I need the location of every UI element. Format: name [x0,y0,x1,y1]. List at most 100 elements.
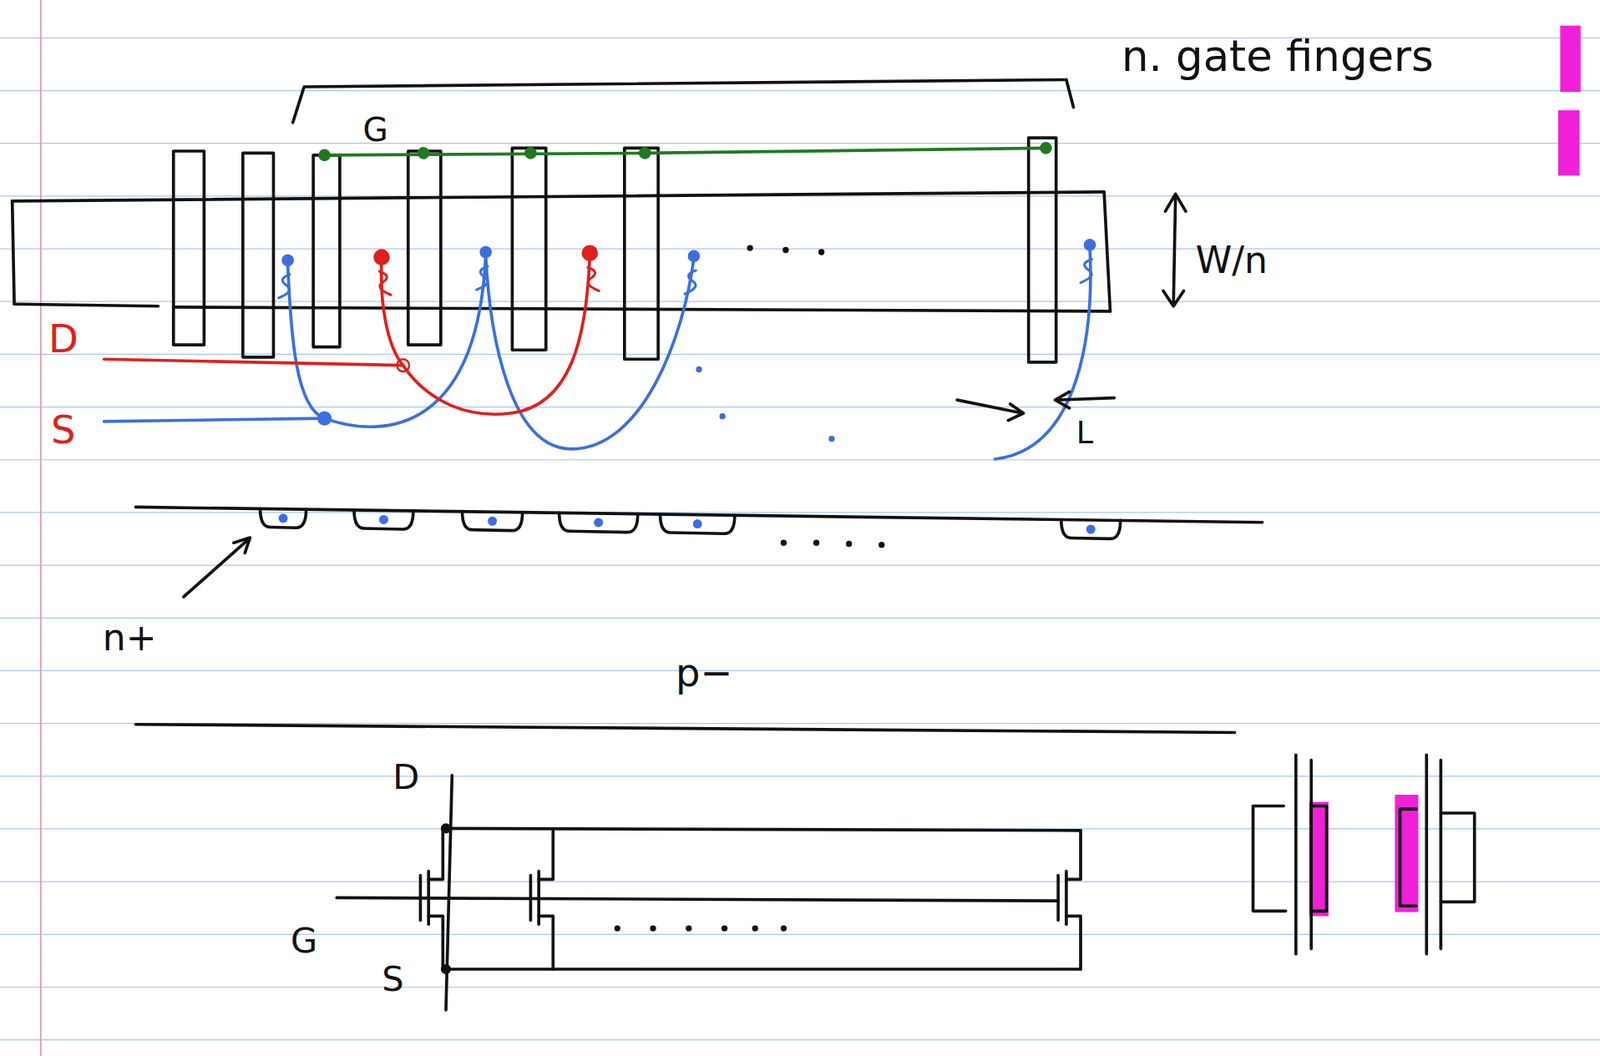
n-plus-well [1061,519,1121,539]
continuation-dot [697,367,702,372]
gate-finger [511,147,546,350]
continuation-dot [748,246,753,251]
ruled-line [0,142,1600,144]
ruled-line [0,987,1600,988]
gate-plate [1056,875,1060,922]
arrowhead [1164,193,1185,212]
well-contact [488,517,497,526]
continuation-dot [783,248,788,253]
gate-contact [418,147,429,158]
terminal-name: G [290,921,318,961]
continuation-dot [722,926,727,932]
terminal-name: G [363,111,389,148]
gate-contact [525,147,536,158]
highlight-region [1394,794,1418,913]
arrowhead [1054,391,1069,409]
continuation-dot [720,414,725,419]
continuation-dot [651,926,656,932]
drain-lead [538,830,553,881]
active-region-edge [1103,192,1110,312]
gate-wire [336,897,1059,902]
continuation-dot [879,542,884,547]
active-region-edge [12,201,15,304]
gate-finger [1028,137,1057,363]
terminal-name: D [48,318,79,361]
ruled-line [0,248,1600,249]
region-label: n+ [102,617,157,658]
drain-wire [104,359,404,365]
ruled-line [0,511,1600,513]
diffusion-outline [1253,805,1287,912]
continuation-dot [814,541,819,546]
source-lead [1066,916,1081,970]
ruled-line [0,354,1600,355]
gate-contact [318,150,330,161]
diffusion-outline [1311,805,1327,912]
drain-wire [381,255,591,416]
gate-contact [639,147,650,158]
ruled-line [0,406,1600,408]
ruled-line [0,459,1600,461]
source-lead [428,916,443,970]
continuation-dot [753,926,758,932]
n-plus-well [260,509,307,529]
well-contact [279,515,288,523]
leader-line [183,540,249,598]
gate-line [1309,759,1313,949]
n-plus-well [354,510,414,530]
dimension-label: L [1076,416,1094,451]
wire-junction [396,359,410,372]
ruled-line [0,617,1600,619]
terminal-name: D [392,758,420,797]
ruled-line [0,934,1600,936]
diffusion-outline [1440,813,1474,902]
title-note: n. gate fingers [1121,32,1434,80]
well-contact [379,516,388,524]
continuation-dot [819,250,824,255]
region-label: p− [675,652,733,695]
gate-finger [243,152,274,357]
n-plus-well [660,514,735,534]
ruled-line [0,301,1600,303]
continuation-dot [829,436,834,441]
gate-finger [624,147,659,360]
arrowhead [233,537,251,553]
gate-finger [408,151,441,345]
continuation-dot [781,541,786,546]
ruled-line [0,564,1600,566]
continuation-dot [615,926,620,932]
terminal-wire [445,775,452,1011]
active-region-edge [14,303,1110,312]
active-region-edge [12,192,1104,202]
gate-finger [173,151,205,345]
well-contact [1087,526,1095,534]
continuation-dot [846,541,851,547]
n-plus-well [462,511,523,532]
drain-rail [445,828,1081,831]
ruled-line [0,1039,1600,1041]
gate-line [1439,759,1444,949]
terminal-name: S [50,409,76,452]
well-contact [594,519,603,527]
gate-line [1294,754,1298,954]
substrate-bottom [136,724,1236,734]
ruled-line [0,775,1600,777]
arrowhead [1163,290,1184,306]
drain-lead [428,830,443,881]
diffusion-outline [1400,809,1418,907]
arrowhead [1007,404,1023,421]
source-wire [104,418,325,422]
gate-finger [313,155,340,348]
source-wire [288,255,487,428]
gate-plate [419,875,423,922]
source-lead [538,916,553,970]
gate-bus-wire [324,147,1047,156]
continuation-dot [781,926,786,932]
ruled-line [0,670,1600,672]
gate-line [1424,754,1428,954]
dimension-line [1056,398,1115,400]
